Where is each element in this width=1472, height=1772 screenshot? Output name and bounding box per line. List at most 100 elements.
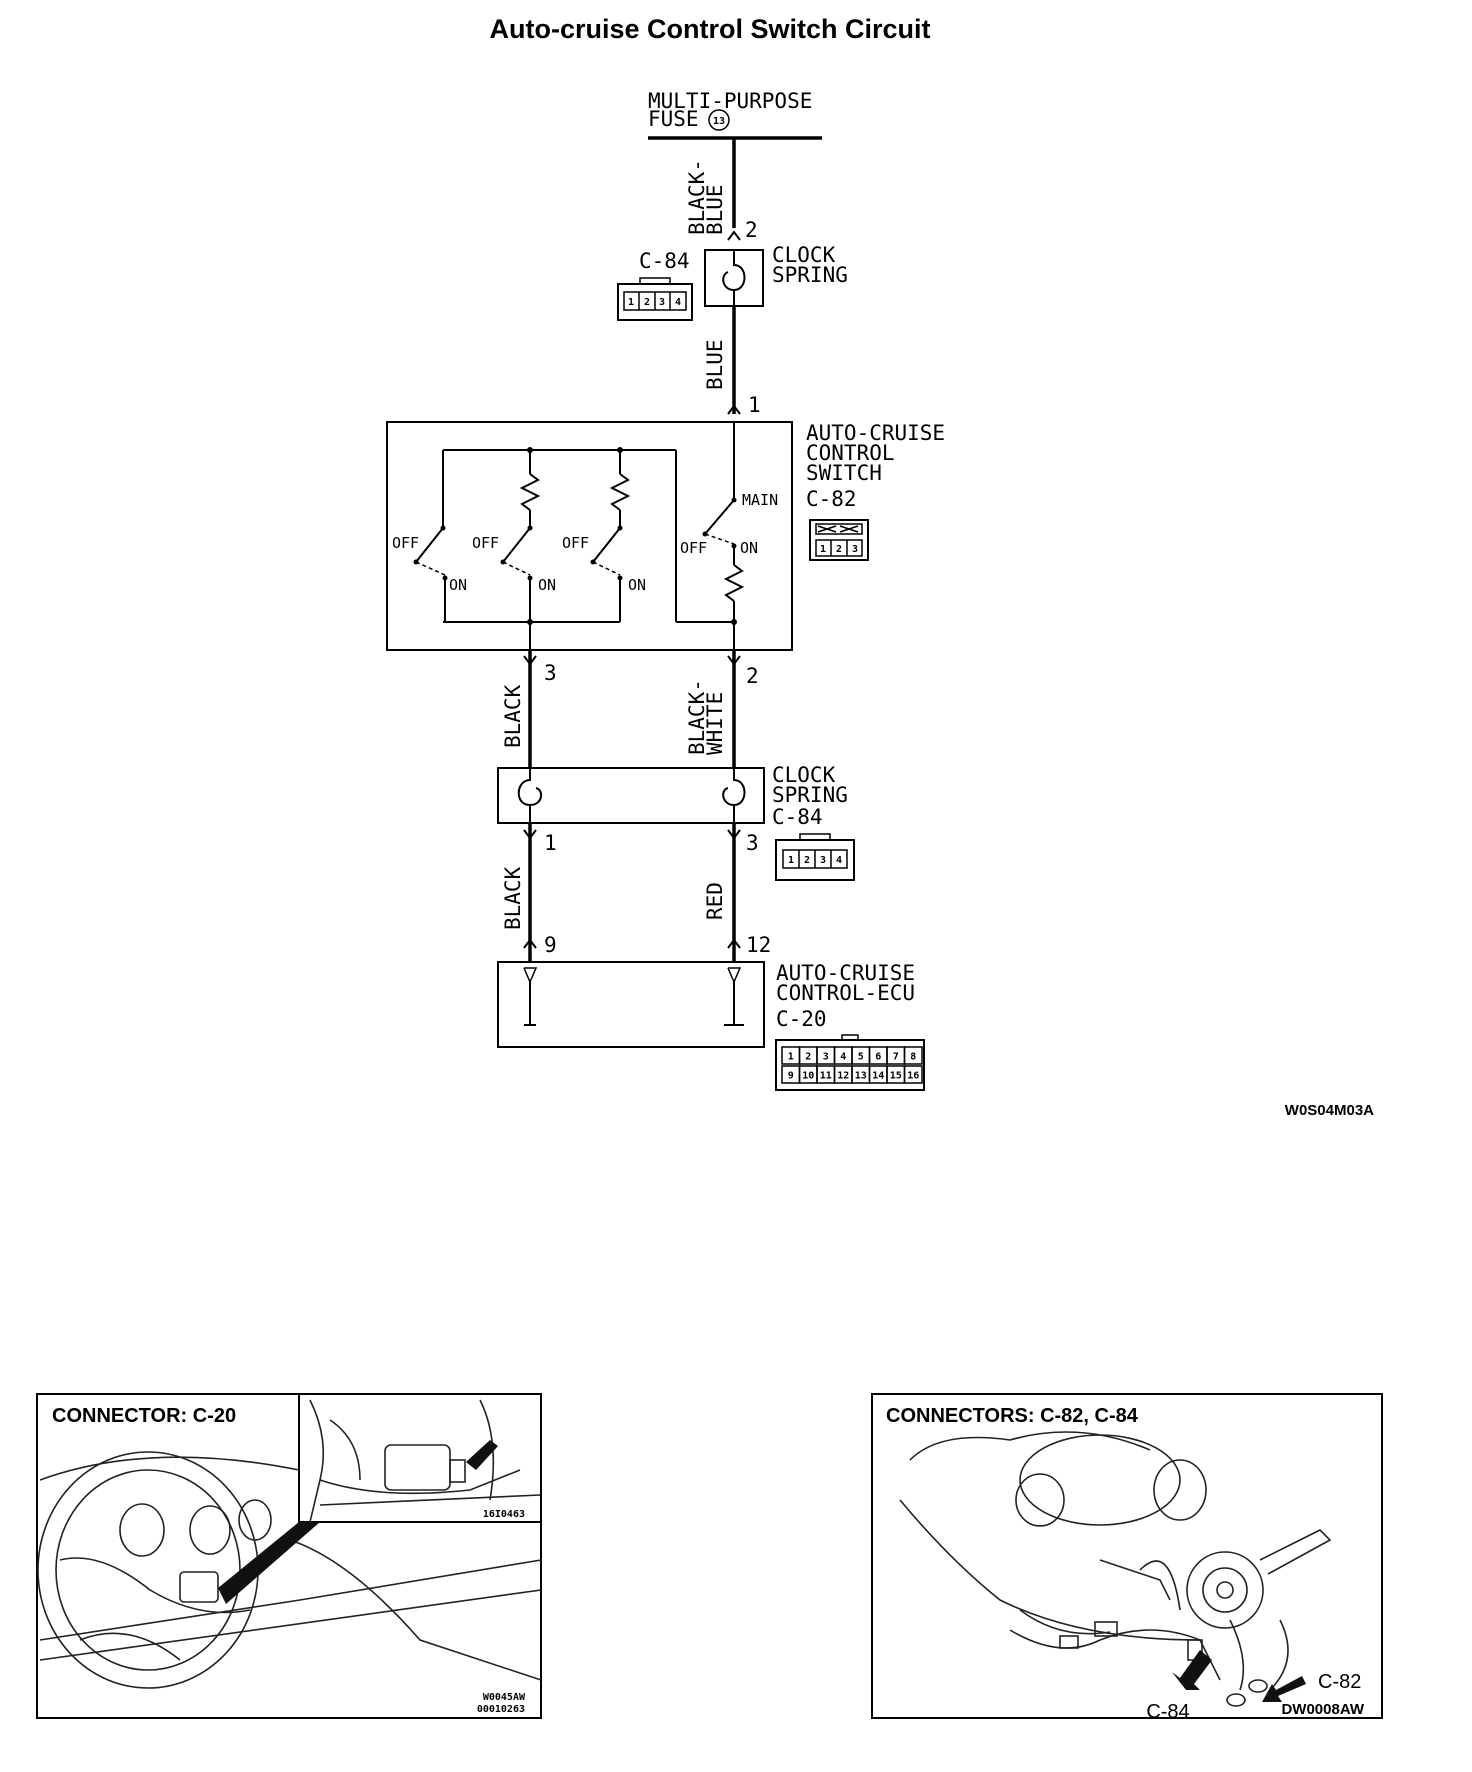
panel-left-code-1: W0045AW bbox=[483, 1692, 526, 1703]
svg-text:OFF: OFF bbox=[392, 534, 419, 552]
wire-label-blue: BLUE bbox=[703, 184, 727, 235]
ecu-pin-number: 15 bbox=[890, 1071, 902, 1082]
clock-spring-bottom-label-1: CLOCK bbox=[772, 763, 836, 787]
svg-text:4: 4 bbox=[675, 297, 681, 308]
ecu-pin-number: 6 bbox=[875, 1052, 881, 1063]
ecu-label-2: CONTROL-ECU bbox=[776, 981, 915, 1005]
wire-red: 3 RED 12 bbox=[703, 823, 771, 962]
inset-illustration bbox=[309, 1399, 541, 1523]
ecu-pin-number: 9 bbox=[788, 1071, 794, 1082]
ecu-pin-number: 11 bbox=[820, 1071, 832, 1082]
clock-spring-bottom: CLOCK SPRING C-84 1 2 3 4 bbox=[497, 763, 855, 881]
svg-text:2: 2 bbox=[644, 297, 650, 308]
wire-label-black-lower: BLACK bbox=[501, 866, 525, 930]
ecu-pin-number: 13 bbox=[855, 1071, 867, 1082]
fuse-label-line2: FUSE bbox=[648, 107, 699, 131]
clock-spring-symbol-right bbox=[722, 768, 746, 807]
clock-spring-top-label-2: SPRING bbox=[772, 263, 848, 287]
ecu-pin-number: 10 bbox=[802, 1071, 814, 1082]
ecu-connector-code: C-20 bbox=[776, 1007, 827, 1031]
connector-c20-icon bbox=[179, 1571, 219, 1603]
c82-arrow-icon bbox=[1262, 1676, 1306, 1702]
svg-text:3: 3 bbox=[852, 544, 858, 555]
pin-switch-out-left: 3 bbox=[544, 661, 557, 685]
ecu-pin-number: 3 bbox=[823, 1052, 829, 1063]
inset-frame bbox=[298, 1393, 542, 1523]
wire-black-lower: 1 BLACK 9 bbox=[501, 823, 557, 962]
steering-wheel-illustration bbox=[37, 1451, 542, 1689]
c84-arrow-icon bbox=[1172, 1650, 1212, 1690]
wire-black-upper: 3 BLACK bbox=[501, 650, 557, 768]
switch-1: OFF ON bbox=[392, 450, 467, 622]
wire-label-white: WHITE bbox=[703, 692, 727, 755]
ecu-pin-number: 2 bbox=[805, 1052, 811, 1063]
clock-spring-top-label-1: CLOCK bbox=[772, 243, 836, 267]
svg-text:ON: ON bbox=[628, 576, 646, 594]
wire-black-white: 2 BLACK- WHITE bbox=[685, 650, 759, 768]
pin-c84-top: 2 bbox=[745, 218, 758, 242]
ecu-pin-number: 12 bbox=[837, 1071, 849, 1082]
multi-purpose-fuse: MULTI-PURPOSE FUSE 13 bbox=[648, 89, 822, 140]
ecu-pin-cell bbox=[903, 1065, 923, 1084]
svg-text:OFF: OFF bbox=[680, 539, 707, 557]
inset-code: 16I0463 bbox=[483, 1509, 525, 1520]
c84-connector-face: 1 2 3 4 bbox=[617, 277, 693, 321]
connector-arrow bbox=[727, 230, 741, 241]
ecu-pin-number: 8 bbox=[910, 1052, 916, 1063]
pin-ecu-left: 9 bbox=[544, 933, 557, 957]
connectors-c82-c84-panel: CONNECTORS: C-82, C-84 C-84 bbox=[871, 1393, 1383, 1723]
wire-label-blue-2: BLUE bbox=[703, 339, 727, 390]
svg-text:ON: ON bbox=[538, 576, 556, 594]
fuse-number: 13 bbox=[713, 116, 725, 127]
panel-left-code-2: 00010263 bbox=[477, 1704, 525, 1715]
diagram-code: W0S04M03A bbox=[1285, 1102, 1374, 1119]
resistor-icon bbox=[723, 564, 745, 602]
clock-spring-top: C-84 CLOCK SPRING 1 2 3 4 bbox=[617, 243, 848, 321]
ecu-pin-number: 1 bbox=[788, 1052, 794, 1063]
svg-text:2: 2 bbox=[836, 544, 842, 555]
svg-text:OFF: OFF bbox=[562, 534, 589, 552]
wire-blue: BLUE 1 bbox=[703, 306, 761, 417]
wire-label-black-upper: BLACK bbox=[501, 684, 525, 748]
ecu-label-1: AUTO-CRUISE bbox=[776, 961, 915, 985]
clock-spring-bottom-label-2: SPRING bbox=[772, 783, 848, 807]
pin-spring-out-left: 1 bbox=[544, 831, 557, 855]
switch-label-1: AUTO-CRUISE bbox=[806, 421, 945, 445]
svg-text:2: 2 bbox=[804, 855, 810, 866]
svg-text:1: 1 bbox=[788, 855, 794, 866]
ecu-pin-number: 16 bbox=[907, 1071, 919, 1082]
c84-connector-face-bottom: 1 2 3 4 bbox=[775, 833, 855, 881]
svg-text:ON: ON bbox=[449, 576, 467, 594]
svg-text:4: 4 bbox=[836, 855, 842, 866]
ecu-pin-number: 14 bbox=[872, 1071, 884, 1082]
fuse-label-line1: MULTI-PURPOSE bbox=[648, 89, 812, 113]
diagram-title: Auto-cruise Control Switch Circuit bbox=[489, 14, 930, 44]
clock-spring-symbol-left bbox=[517, 768, 543, 807]
svg-text:OFF: OFF bbox=[472, 534, 499, 552]
ecu-pin-number: 4 bbox=[840, 1052, 846, 1063]
auto-cruise-control-switch: OFF ON OFF ON OFF bbox=[386, 421, 945, 651]
switch-label-2: CONTROL bbox=[806, 441, 895, 465]
callout-c84: C-84 bbox=[1146, 1701, 1189, 1723]
column-switch-illustration bbox=[899, 1431, 1332, 1707]
resistor-icon bbox=[519, 473, 541, 511]
svg-text:1: 1 bbox=[628, 297, 634, 308]
svg-text:1: 1 bbox=[820, 544, 826, 555]
main-switch: MAIN OFF ON bbox=[680, 422, 778, 650]
ecu-pin-number: 5 bbox=[858, 1052, 864, 1063]
ecu-pin-cell bbox=[903, 1046, 923, 1065]
callout-c82: C-82 bbox=[1318, 1671, 1361, 1693]
panel-right-title: CONNECTORS: C-82, C-84 bbox=[886, 1405, 1139, 1427]
c84-top-code: C-84 bbox=[639, 249, 690, 273]
resistor-icon bbox=[609, 473, 631, 511]
pin-spring-out-right: 3 bbox=[746, 831, 759, 855]
wire-black-blue: BLACK- BLUE 2 bbox=[685, 138, 758, 242]
clock-spring-bottom-code: C-84 bbox=[772, 805, 823, 829]
pin-switch-in: 1 bbox=[748, 393, 761, 417]
fuse-number-circle bbox=[708, 109, 730, 131]
switch-2: OFF ON bbox=[472, 450, 556, 622]
panel-right-code: DW0008AW bbox=[1281, 1701, 1364, 1718]
clock-spring-symbol bbox=[722, 250, 746, 292]
